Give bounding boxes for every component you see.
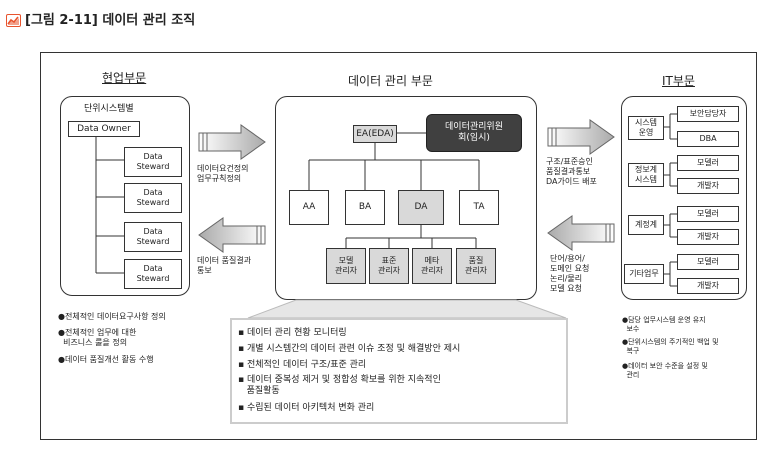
flow-center-to-right: 구조/표준승인 품질결과통보 DA가이드 배포 <box>546 157 597 186</box>
right-bullet-3: ●데이터 보안 수준을 설정 및 관리 <box>622 362 708 379</box>
right-bullet-1: ●담당 업무시스템 운영 유지 보수 <box>622 316 706 333</box>
figure-caption-row: [그림 2-11] 데이터 관리 조직 <box>6 9 196 28</box>
meta-manager-box: 메타 관리자 <box>412 248 452 284</box>
center-bullet-4: ▪ 데이터 중복성 제거 및 정합성 확보를 위한 지속적인 품질활동 <box>238 375 441 396</box>
group-other-business: 기타업무 <box>624 264 664 284</box>
left-bullet-2: ●전체적인 업무에 대한 비즈니스 룰을 정의 <box>58 328 137 347</box>
data-owner-box: Data Owner <box>68 121 140 137</box>
item-dba: DBA <box>677 131 739 147</box>
flow-right-to-center: 단어/용어/ 도메인 요청 논리/물리 모델 요청 <box>550 254 590 293</box>
chart-icon <box>6 12 21 27</box>
committee-box: 데이터관리위원 회(임시) <box>426 114 522 152</box>
role-box-ba: BA <box>345 190 385 225</box>
center-bullet-3: ▪ 전체적인 데이터 구조/표준 관리 <box>238 360 367 370</box>
arrow-right-left-to-center <box>198 124 266 160</box>
left-bullet-1: ●전체적인 데이터요구사항 정의 <box>58 312 166 321</box>
center-description-box <box>230 318 568 424</box>
center-bullet-1: ▪ 데이터 관리 현황 모니터링 <box>238 328 347 338</box>
center-title: 데이터 관리 부문 <box>348 74 433 88</box>
flow-center-to-left: 데이터 품질결과 통보 <box>197 256 252 275</box>
arrow-right-center-to-right <box>547 119 615 155</box>
left-title: 현업부문 <box>102 71 147 85</box>
role-box-ta: TA <box>459 190 499 225</box>
figure-caption: [그림 2-11] 데이터 관리 조직 <box>25 12 196 28</box>
center-bullet-5: ▪ 수립된 데이터 아키텍처 변화 관리 <box>238 403 375 413</box>
role-box-aa: AA <box>289 190 329 225</box>
figure-frame <box>40 52 757 440</box>
item-modeler-2: 모델러 <box>677 206 739 222</box>
arrow-left-right-to-center <box>547 215 615 251</box>
group-info-system: 정보계 시스템 <box>628 163 664 187</box>
ea-eda-box: EA(EDA) <box>353 125 397 143</box>
data-steward-box-3: Data Steward <box>124 222 182 252</box>
arrow-left-center-to-left <box>198 217 266 253</box>
unit-system-label: 단위시스템별 <box>84 104 134 114</box>
item-modeler-3: 모델러 <box>677 254 739 270</box>
data-steward-box-4: Data Steward <box>124 259 182 289</box>
center-bullet-2: ▪ 개별 시스템간의 데이터 관련 이슈 조정 및 해결방안 제시 <box>238 344 461 354</box>
data-steward-box-1: Data Steward <box>124 147 182 177</box>
standard-manager-box: 표준 관리자 <box>369 248 409 284</box>
model-manager-box: 모델 관리자 <box>326 248 366 284</box>
group-system-ops: 시스템 운영 <box>628 116 664 140</box>
item-modeler-1: 모델러 <box>677 155 739 171</box>
item-developer-3: 개발자 <box>677 278 739 294</box>
quality-manager-box: 품질 관리자 <box>456 248 496 284</box>
item-developer-1: 개발자 <box>677 178 739 194</box>
left-bullet-3: ●데이터 품질개선 활동 수행 <box>58 355 154 364</box>
data-steward-box-2: Data Steward <box>124 183 182 213</box>
item-security-officer: 보안담당자 <box>677 106 739 122</box>
right-bullet-2: ●단위시스템의 주기적인 백업 및 복구 <box>622 338 719 355</box>
flow-left-to-center: 데이터요건정의 업무규칙정의 <box>197 164 249 183</box>
role-box-da: DA <box>398 190 444 225</box>
item-developer-2: 개발자 <box>677 229 739 245</box>
right-title: IT부문 <box>662 74 695 88</box>
group-accounting: 계정계 <box>628 215 664 235</box>
